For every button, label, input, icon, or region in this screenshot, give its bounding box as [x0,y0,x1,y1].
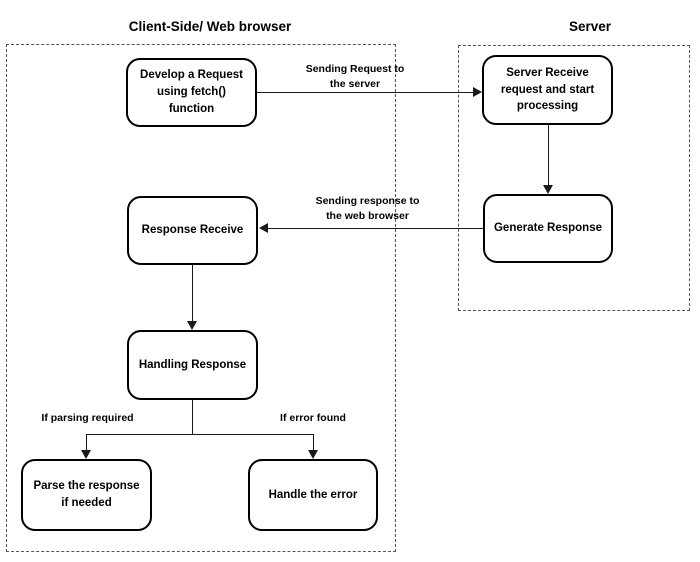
lane-client-side [6,44,396,552]
edge-branch-parsing-line [86,434,87,450]
edge-server-to-generate-arrowhead [543,185,553,194]
edge-request-line [257,92,473,93]
edge-response-label: Sending response to the web browser [315,195,420,222]
node-handling-response[interactable]: Handling Response [127,330,258,400]
lane-title-server: Server [568,19,612,34]
edge-receive-to-handling-line [192,265,193,321]
edge-response-line [268,228,483,229]
node-generate-response[interactable]: Generate Response [483,194,613,263]
edge-branch-error-arrowhead [308,450,318,459]
edge-server-to-generate-line [548,125,549,185]
lane-title-client: Client-Side/ Web browser [128,19,292,34]
edge-request-arrowhead [473,87,482,97]
edge-branch-bus [86,434,314,435]
edge-branch-parsing-arrowhead [81,450,91,459]
edge-receive-to-handling-arrowhead [187,321,197,330]
edge-branch-error-line [313,434,314,450]
node-parse-response[interactable]: Parse the response if needed [21,459,152,531]
node-develop-request[interactable]: Develop a Request using fetch() function [126,58,257,127]
edge-request-label: Sending Request to the server [305,63,405,90]
lane-server [458,45,690,311]
branch-label-error: If error found [280,412,346,424]
edge-handling-stem [192,400,193,435]
branch-label-parsing: If parsing required [41,412,134,424]
node-server-receive[interactable]: Server Receive request and start process… [482,55,613,125]
node-handle-error[interactable]: Handle the error [248,459,378,531]
edge-response-arrowhead [259,223,268,233]
node-response-receive[interactable]: Response Receive [127,196,258,265]
